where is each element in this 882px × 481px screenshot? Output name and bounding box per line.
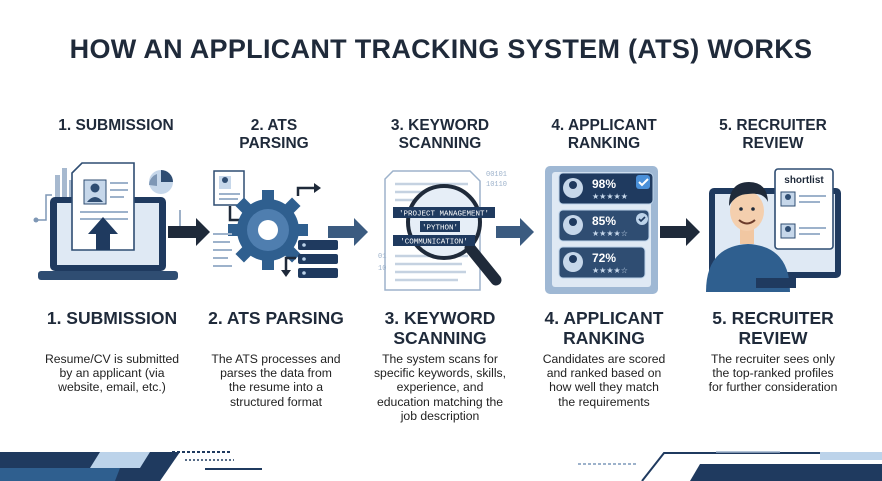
score-text: 85% [592,214,616,228]
step1-description: Resume/CV is submitted by an applicant (… [44,352,180,395]
step2-label: 2. ATS PARSING [208,308,344,328]
arrow-4-icon [660,218,700,246]
step1-label: 1. SUBMISSION [46,308,178,328]
step2-top-label: 2. ATS PARSING [239,117,309,152]
page-title: HOW AN APPLICANT TRACKING SYSTEM (ATS) W… [69,34,813,64]
keyword-chip: 'COMMUNICATION' [400,239,468,247]
score-text: 98% [592,177,616,191]
step3-label: 3. KEYWORD SCANNING [384,308,496,348]
svg-text:00101: 00101 [486,171,507,179]
svg-text:★★★★★: ★★★★★ [592,192,628,201]
keyword-chip: 'PROJECT MANAGEMENT' [399,211,489,219]
step4-description: Candidates are scored and ranked based o… [542,352,666,409]
svg-text:01: 01 [378,253,386,261]
arrow-3-icon [496,218,534,246]
keyword-scan-icon: 00101 10110 01 10 'PROJECT MANAGEMENT' '… [378,170,507,291]
arrow-1-icon [168,218,210,246]
svg-text:10110: 10110 [486,181,507,189]
shortlist-label: shortlist [784,175,824,186]
ranking-panel-icon: 98% 85% 72% ★★★★★ ★★★★☆ ★★★★☆ [545,166,658,294]
step5-top-label: 5. RECRUITER REVIEW [719,117,827,152]
step5-label: 5. RECRUITER REVIEW [712,308,834,348]
footer-decoration [0,451,882,481]
svg-text:★★★★☆: ★★★★☆ [592,229,628,238]
step4-top-label: 4. APPLICANT RANKING [551,117,657,152]
step4-label: 4. APPLICANT RANKING [544,308,664,348]
keyword-chip: 'PYTHON' [422,225,458,233]
step1-top-label: 1. SUBMISSION [58,117,174,134]
score-text: 72% [592,251,616,265]
gear-parsing-icon [213,170,338,278]
svg-text:★★★★☆: ★★★★☆ [592,266,628,275]
step2-description: The ATS processes and parses the data fr… [211,352,341,409]
step5-description: The recruiter sees only the top-ranked p… [708,352,838,395]
step3-description: The system scans for specific keywords, … [373,352,507,423]
arrow-2-icon [328,218,368,246]
laptop-resume-icon [33,162,181,280]
recruiter-review-icon: shortlist [706,168,841,292]
svg-text:10: 10 [378,265,386,273]
step3-top-label: 3. KEYWORD SCANNING [390,117,490,152]
